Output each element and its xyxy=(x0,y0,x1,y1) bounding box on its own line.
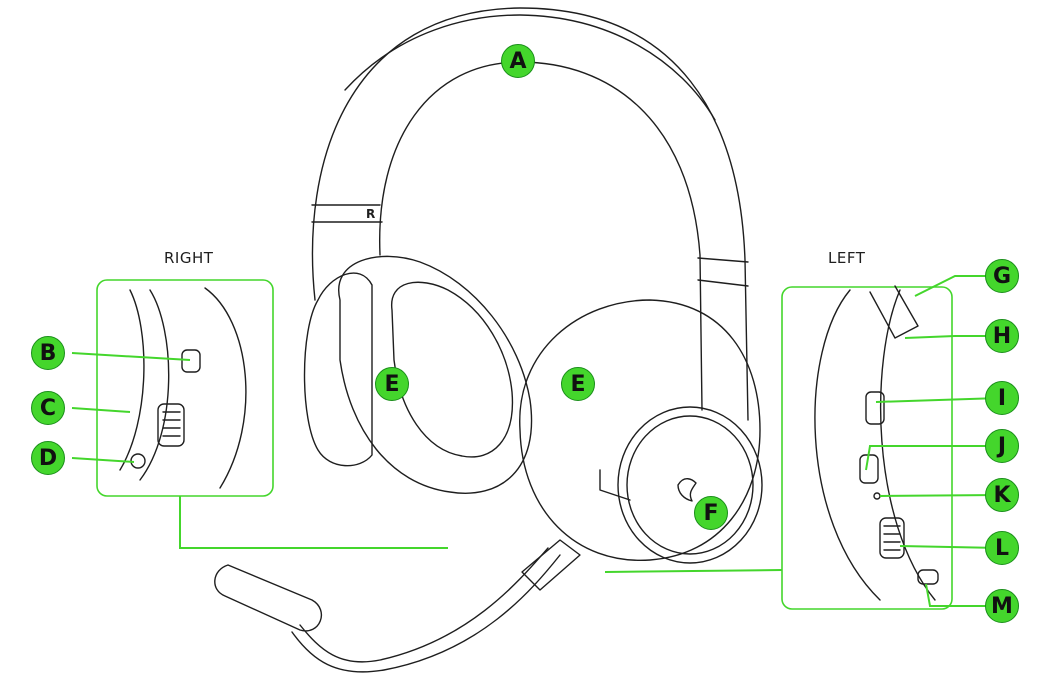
callout-h-mic: H xyxy=(985,319,1019,353)
callout-d-charging-port: D xyxy=(31,441,65,475)
mic-boom xyxy=(299,547,549,663)
callout-e-left-cushion: E xyxy=(561,367,595,401)
callout-m-usb-port: M xyxy=(985,589,1019,623)
status-indicator xyxy=(873,492,881,500)
headband-outer xyxy=(311,7,749,421)
callout-c-volume-dial: C xyxy=(31,391,65,425)
volume-dial-right xyxy=(157,403,185,447)
mic-mute-button xyxy=(865,391,885,425)
left-ear-cushion xyxy=(519,299,761,561)
callout-k-indicator: K xyxy=(985,478,1019,512)
callout-j-button: J xyxy=(985,429,1019,463)
game-chat-button xyxy=(859,454,879,484)
mic-joint xyxy=(521,539,581,591)
callout-g-mic-port: G xyxy=(985,259,1019,293)
callout-e-right-cushion: E xyxy=(375,367,409,401)
headband-top-ridge xyxy=(344,14,716,121)
razer-logo-mark xyxy=(677,478,697,502)
callout-b-bluetooth-button: B xyxy=(31,336,65,370)
mic-tip xyxy=(214,564,323,632)
right-earcup-shell xyxy=(303,272,373,467)
callout-l-volume-dial: L xyxy=(985,531,1019,565)
callout-i-mic-mute: I xyxy=(985,381,1019,415)
right-ear-cushion xyxy=(338,255,533,494)
left-earcup-plate xyxy=(617,406,763,564)
right-detail-box xyxy=(96,279,274,497)
headband-side-letter: R xyxy=(366,207,375,221)
callout-a-headband: A xyxy=(501,44,535,78)
volume-dial-left xyxy=(879,517,905,559)
usb-c-port-left xyxy=(917,569,939,585)
right-side-label: RIGHT xyxy=(164,249,214,267)
bluetooth-button xyxy=(181,349,201,373)
right-ear-cushion-inner xyxy=(391,281,514,458)
mic-stem-left xyxy=(869,285,919,339)
callout-f-earcup-plate: F xyxy=(694,496,728,530)
left-detail-box xyxy=(781,286,953,610)
headband-inner xyxy=(379,61,703,411)
left-side-label: LEFT xyxy=(828,249,866,267)
